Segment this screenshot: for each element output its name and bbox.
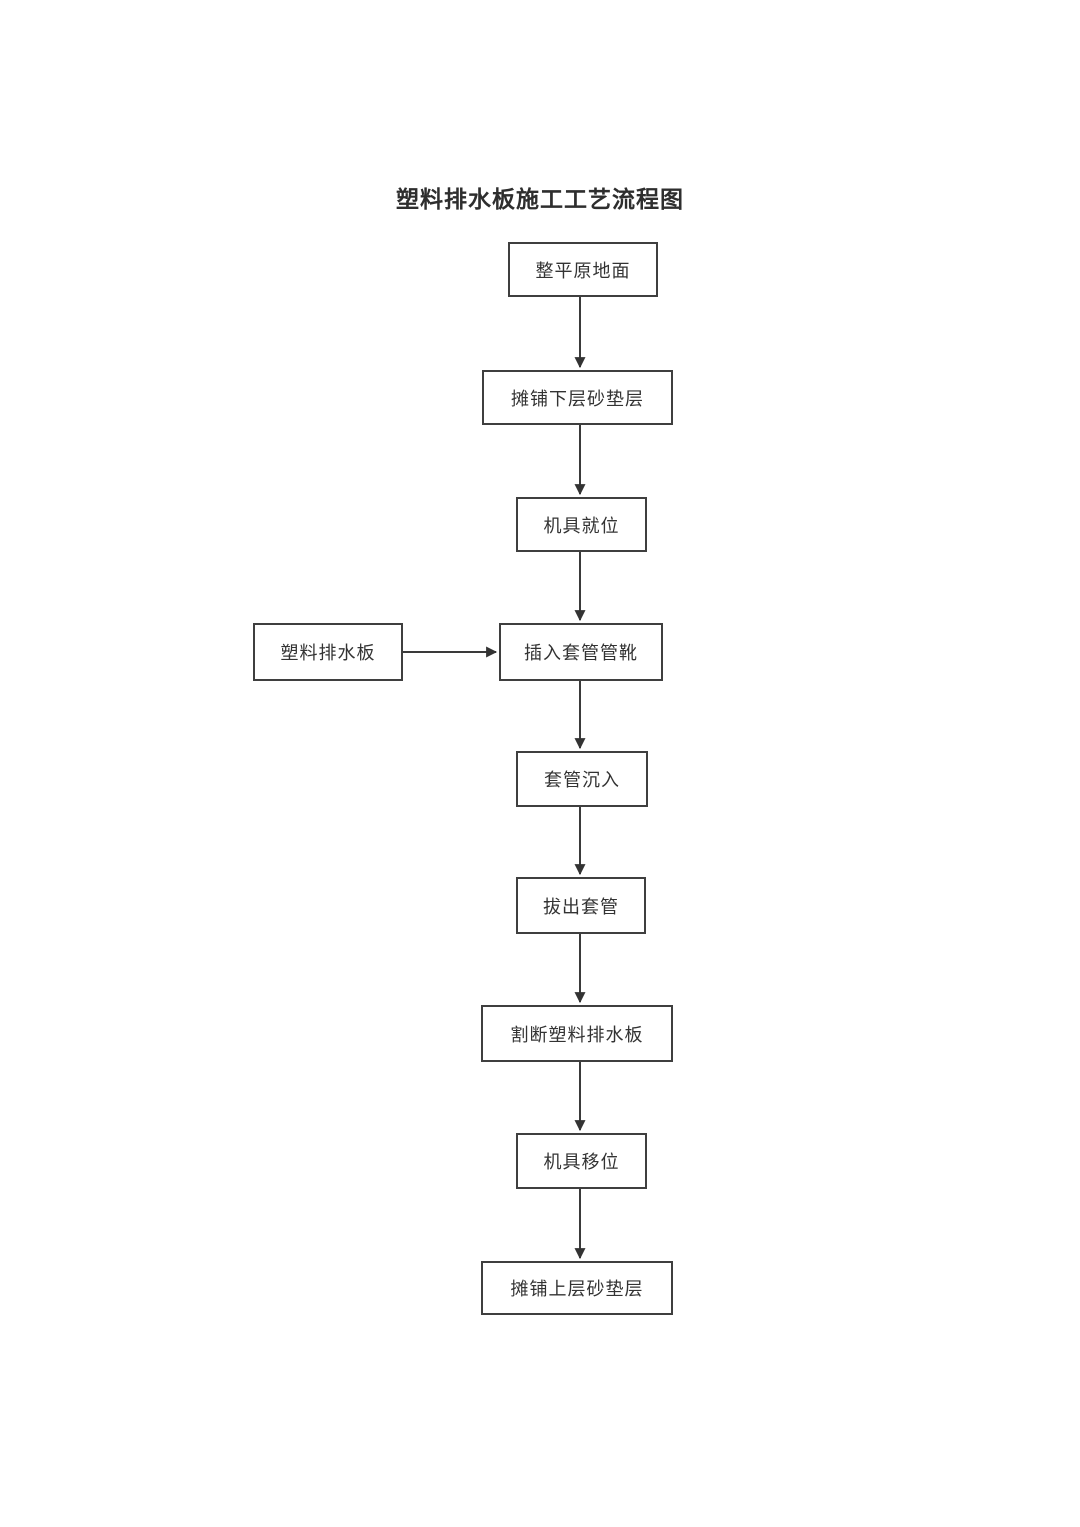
flow-node-drainage-board: 塑料排水板 [253, 623, 403, 681]
flow-node-label: 摊铺下层砂垫层 [511, 388, 644, 409]
flow-node-lower-sand-cushion: 摊铺下层砂垫层 [482, 370, 673, 425]
flow-node-label: 插入套管管靴 [524, 643, 638, 663]
flow-node-casing-sink: 套管沉入 [516, 751, 648, 807]
flow-node-label: 机具就位 [543, 515, 620, 536]
flow-node-label: 套管沉入 [544, 770, 620, 790]
flow-node-cut-drainage-board: 割断塑料排水板 [481, 1005, 673, 1062]
flow-node-label: 摊铺上层砂垫层 [510, 1279, 644, 1299]
flow-node-equipment-relocate: 机具移位 [516, 1133, 647, 1189]
flow-node-insert-casing-shoe: 插入套管管靴 [499, 623, 663, 681]
flow-node-label: 整平原地面 [535, 260, 631, 281]
flow-node-level-ground: 整平原地面 [508, 242, 658, 297]
flow-node-upper-sand-cushion: 摊铺上层砂垫层 [481, 1261, 673, 1315]
flow-node-label: 机具移位 [543, 1152, 620, 1172]
flow-node-pull-out-casing: 拔出套管 [516, 877, 646, 934]
flow-node-label: 拔出套管 [543, 896, 619, 917]
flow-node-equipment-in-place: 机具就位 [516, 497, 647, 552]
flow-node-label: 割断塑料排水板 [510, 1024, 644, 1045]
flow-node-label: 塑料排水板 [280, 643, 376, 663]
page-title: 塑料排水板施工工艺流程图 [396, 187, 684, 212]
